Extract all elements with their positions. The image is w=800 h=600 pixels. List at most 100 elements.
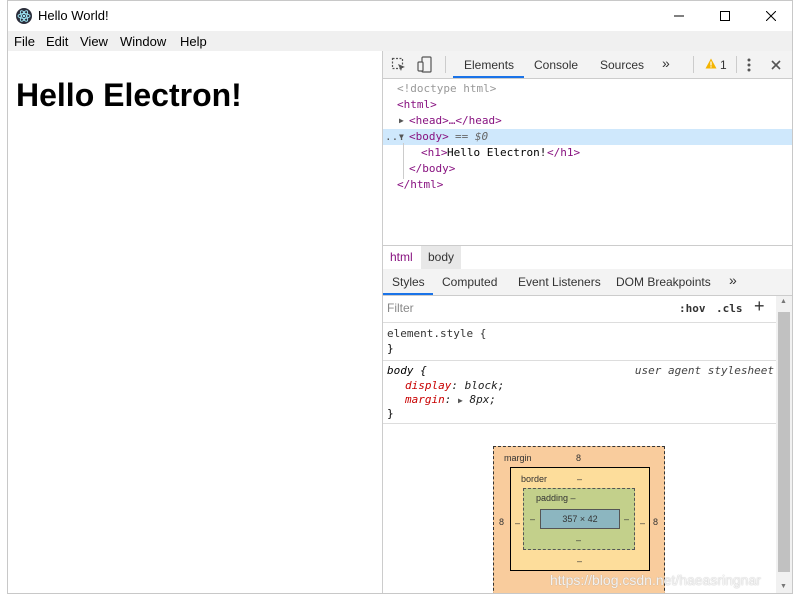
- kebab-menu-icon[interactable]: [747, 58, 751, 75]
- border-bottom-value[interactable]: –: [577, 556, 583, 566]
- expand-shorthand-icon[interactable]: ▶: [458, 396, 463, 405]
- tab-sources[interactable]: Sources: [600, 58, 645, 72]
- body-selector: body {: [387, 364, 427, 377]
- more-tabs-button[interactable]: »: [662, 55, 670, 71]
- warning-icon[interactable]: [705, 58, 717, 72]
- tab-dom-breakpoints[interactable]: DOM Breakpoints: [616, 275, 711, 289]
- filter-input[interactable]: Filter: [387, 301, 414, 315]
- devtools-panel: Elements Console Sources » 1 <!doctype h…: [382, 51, 792, 593]
- page-content: Hello Electron!: [8, 51, 382, 593]
- collapse-arrow-icon[interactable]: ▼: [399, 132, 404, 141]
- dom-node-html-close[interactable]: </html>: [383, 177, 792, 193]
- dom-node-doctype[interactable]: <!doctype html>: [383, 81, 792, 97]
- element-style-rule[interactable]: element.style { }: [383, 323, 776, 361]
- prop-name-margin: margin: [405, 393, 445, 406]
- tab-event-listeners[interactable]: Event Listeners: [518, 275, 601, 289]
- prop-value-margin: 8px;: [469, 393, 496, 406]
- hov-toggle[interactable]: :hov: [679, 302, 706, 315]
- close-window-button[interactable]: [748, 1, 792, 31]
- tab-elements[interactable]: Elements: [464, 58, 515, 72]
- ellipsis-icon[interactable]: ...: [385, 130, 405, 143]
- dom-node-head[interactable]: ▶ <head>…</head>: [383, 113, 792, 129]
- doctype-text: <!doctype html>: [397, 82, 497, 95]
- dom-node-html[interactable]: <html>: [383, 97, 792, 113]
- head-tag: <head>…</head>: [409, 114, 502, 127]
- maximize-icon: [720, 11, 730, 21]
- html-open-tag: <html>: [397, 98, 437, 111]
- scrollbar-thumb[interactable]: [778, 312, 790, 572]
- active-tab-indicator: [453, 76, 524, 78]
- padding-right-value[interactable]: –: [624, 514, 630, 524]
- box-model-margin[interactable]: margin 8 8 8 8 border – – – – padding – …: [493, 446, 665, 593]
- body-rule-close: }: [387, 407, 394, 420]
- breadcrumb-html[interactable]: html: [390, 250, 413, 264]
- maximize-button[interactable]: [702, 1, 748, 31]
- margin-right-value[interactable]: 8: [653, 517, 659, 527]
- user-agent-label[interactable]: user agent stylesheet: [634, 364, 774, 377]
- expand-arrow-icon[interactable]: ▶: [399, 116, 404, 125]
- breadcrumb-body[interactable]: body: [421, 246, 462, 269]
- dom-node-body-close[interactable]: </body>: [383, 161, 792, 177]
- scroll-down-icon[interactable]: ▼: [780, 583, 787, 590]
- body-style-rule[interactable]: body { user agent stylesheet display: bl…: [383, 361, 776, 424]
- minimize-icon: [674, 15, 684, 17]
- style-prop-display[interactable]: display: block;: [405, 379, 505, 392]
- electron-app-icon: [16, 8, 32, 24]
- border-left-value[interactable]: –: [515, 518, 521, 528]
- box-model-border[interactable]: border – – – – padding – – – – 357 × 42: [510, 467, 650, 571]
- dom-node-h1[interactable]: <h1> Hello Electron! </h1>: [383, 143, 792, 179]
- active-subtab-indicator: [383, 293, 433, 295]
- tab-computed[interactable]: Computed: [442, 275, 498, 289]
- h1-close-tag: </h1>: [547, 146, 581, 159]
- warning-count: 1: [720, 58, 727, 72]
- padding-left-value[interactable]: –: [530, 514, 536, 524]
- app-window: Hello World! File Edit View Window Help …: [7, 0, 793, 594]
- prop-value-display: block;: [464, 379, 505, 392]
- menu-help[interactable]: Help: [180, 34, 207, 49]
- device-toolbar-icon[interactable]: [417, 56, 433, 76]
- border-top-value[interactable]: –: [577, 474, 583, 484]
- styles-subtabs: Styles Computed Event Listeners DOM Brea…: [383, 269, 792, 296]
- h1-text: Hello Electron!: [447, 146, 547, 159]
- cls-toggle[interactable]: .cls: [716, 302, 743, 315]
- margin-top-value[interactable]: 8: [576, 453, 582, 463]
- selected-node-ref: == $0: [455, 130, 489, 143]
- margin-left-value[interactable]: 8: [499, 517, 505, 527]
- body-open-tag: <body>: [409, 130, 449, 143]
- box-model-content[interactable]: 357 × 42: [540, 509, 620, 529]
- minimize-button[interactable]: [656, 1, 702, 31]
- body-close-tag: </body>: [409, 162, 456, 175]
- element-style-close: }: [387, 342, 394, 355]
- styles-scrollbar[interactable]: ▲ ▼: [776, 296, 792, 593]
- inspect-element-icon[interactable]: [391, 57, 407, 76]
- scroll-up-icon[interactable]: ▲: [780, 298, 787, 305]
- menu-bar: File Edit View Window Help: [8, 31, 792, 51]
- devtools-toolbar: Elements Console Sources » 1: [383, 51, 792, 79]
- box-model-padding[interactable]: padding – – – – 357 × 42: [523, 488, 635, 550]
- menu-view[interactable]: View: [80, 34, 108, 49]
- dom-node-body[interactable]: ... ▼ <body> == $0: [383, 129, 792, 145]
- border-label: border: [521, 474, 548, 484]
- tab-styles[interactable]: Styles: [392, 275, 425, 289]
- more-subtabs-button[interactable]: »: [729, 272, 737, 288]
- breadcrumb: html body: [383, 245, 792, 270]
- prop-name-display: display: [405, 379, 452, 392]
- tree-guide-line: [403, 143, 404, 179]
- styles-pane: element.style { } body { user agent styl…: [383, 323, 776, 593]
- title-bar[interactable]: Hello World!: [8, 1, 792, 31]
- toolbar-divider: [736, 56, 737, 73]
- page-heading: Hello Electron!: [16, 77, 242, 113]
- padding-label: padding –: [536, 493, 576, 503]
- menu-file[interactable]: File: [14, 34, 35, 49]
- menu-window[interactable]: Window: [120, 34, 167, 49]
- border-right-value[interactable]: –: [640, 518, 646, 528]
- style-prop-margin[interactable]: margin: ▶ 8px;: [405, 393, 496, 406]
- margin-bottom-value[interactable]: 8: [576, 592, 581, 593]
- close-devtools-icon[interactable]: [771, 59, 781, 73]
- tab-console[interactable]: Console: [534, 58, 579, 72]
- new-style-rule-button[interactable]: +: [754, 296, 765, 316]
- window-title: Hello World!: [38, 8, 109, 23]
- toolbar-divider: [445, 56, 446, 73]
- padding-bottom-value[interactable]: –: [576, 535, 582, 545]
- menu-edit[interactable]: Edit: [46, 34, 69, 49]
